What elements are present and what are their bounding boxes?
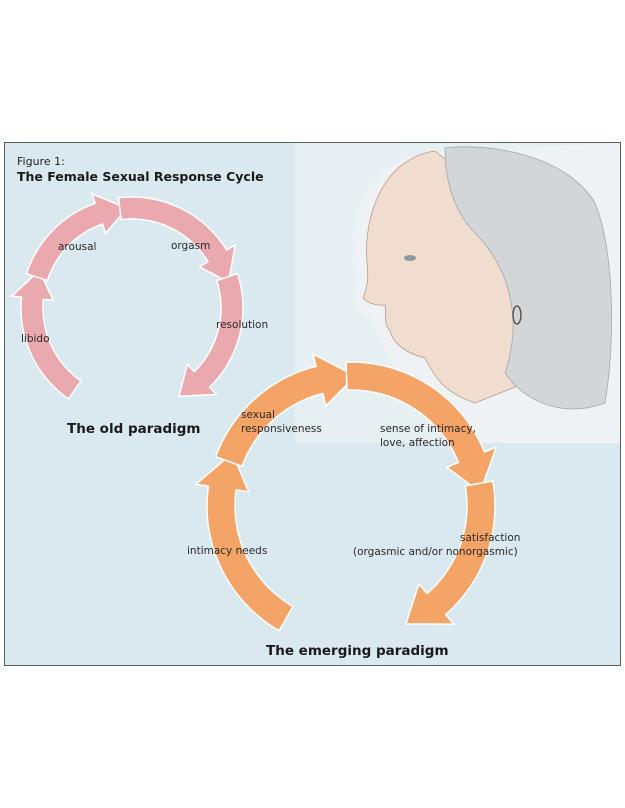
stage-satisfaction-line1: satisfaction — [460, 532, 521, 544]
arrow-sexual-responsiveness — [214, 352, 357, 468]
figure-panel: Figure 1: The Female Sexual Response Cyc… — [4, 142, 621, 666]
arrow-intimacy-needs — [194, 451, 295, 632]
arrow-orgasm — [117, 196, 237, 284]
arrow-arousal — [25, 192, 128, 282]
stage-sexual-responsiveness-line1: sexual — [241, 409, 275, 421]
old-paradigm-caption: The old paradigm — [67, 421, 201, 437]
arrow-libido — [9, 269, 83, 400]
stage-intimacy-line1: sense of intimacy, — [380, 423, 476, 435]
arrow-resolution — [177, 272, 244, 398]
stage-satisfaction-line2: (orgasmic and/or nonorgasmic) — [353, 546, 518, 558]
stage-arousal: arousal — [58, 241, 97, 253]
emerging-paradigm-cycle — [194, 352, 498, 632]
emerging-paradigm-caption: The emerging paradigm — [266, 643, 449, 659]
figure-label: Figure 1: — [17, 155, 65, 168]
stage-orgasm: orgasm — [171, 240, 211, 252]
figure-title: The Female Sexual Response Cycle — [17, 169, 264, 184]
stage-sexual-responsiveness-line2: responsiveness — [241, 423, 322, 435]
stage-resolution: resolution — [216, 319, 269, 331]
stage-intimacy-line2: love, affection — [380, 437, 455, 449]
diagram-canvas — [9, 143, 620, 632]
stage-libido: libido — [21, 333, 50, 345]
stage-intimacy-needs: intimacy needs — [187, 545, 268, 557]
arrow-intimacy — [345, 361, 498, 494]
arrow-satisfaction — [404, 480, 496, 625]
old-paradigm-cycle — [9, 192, 244, 400]
woman-profile-illustration — [295, 143, 620, 443]
